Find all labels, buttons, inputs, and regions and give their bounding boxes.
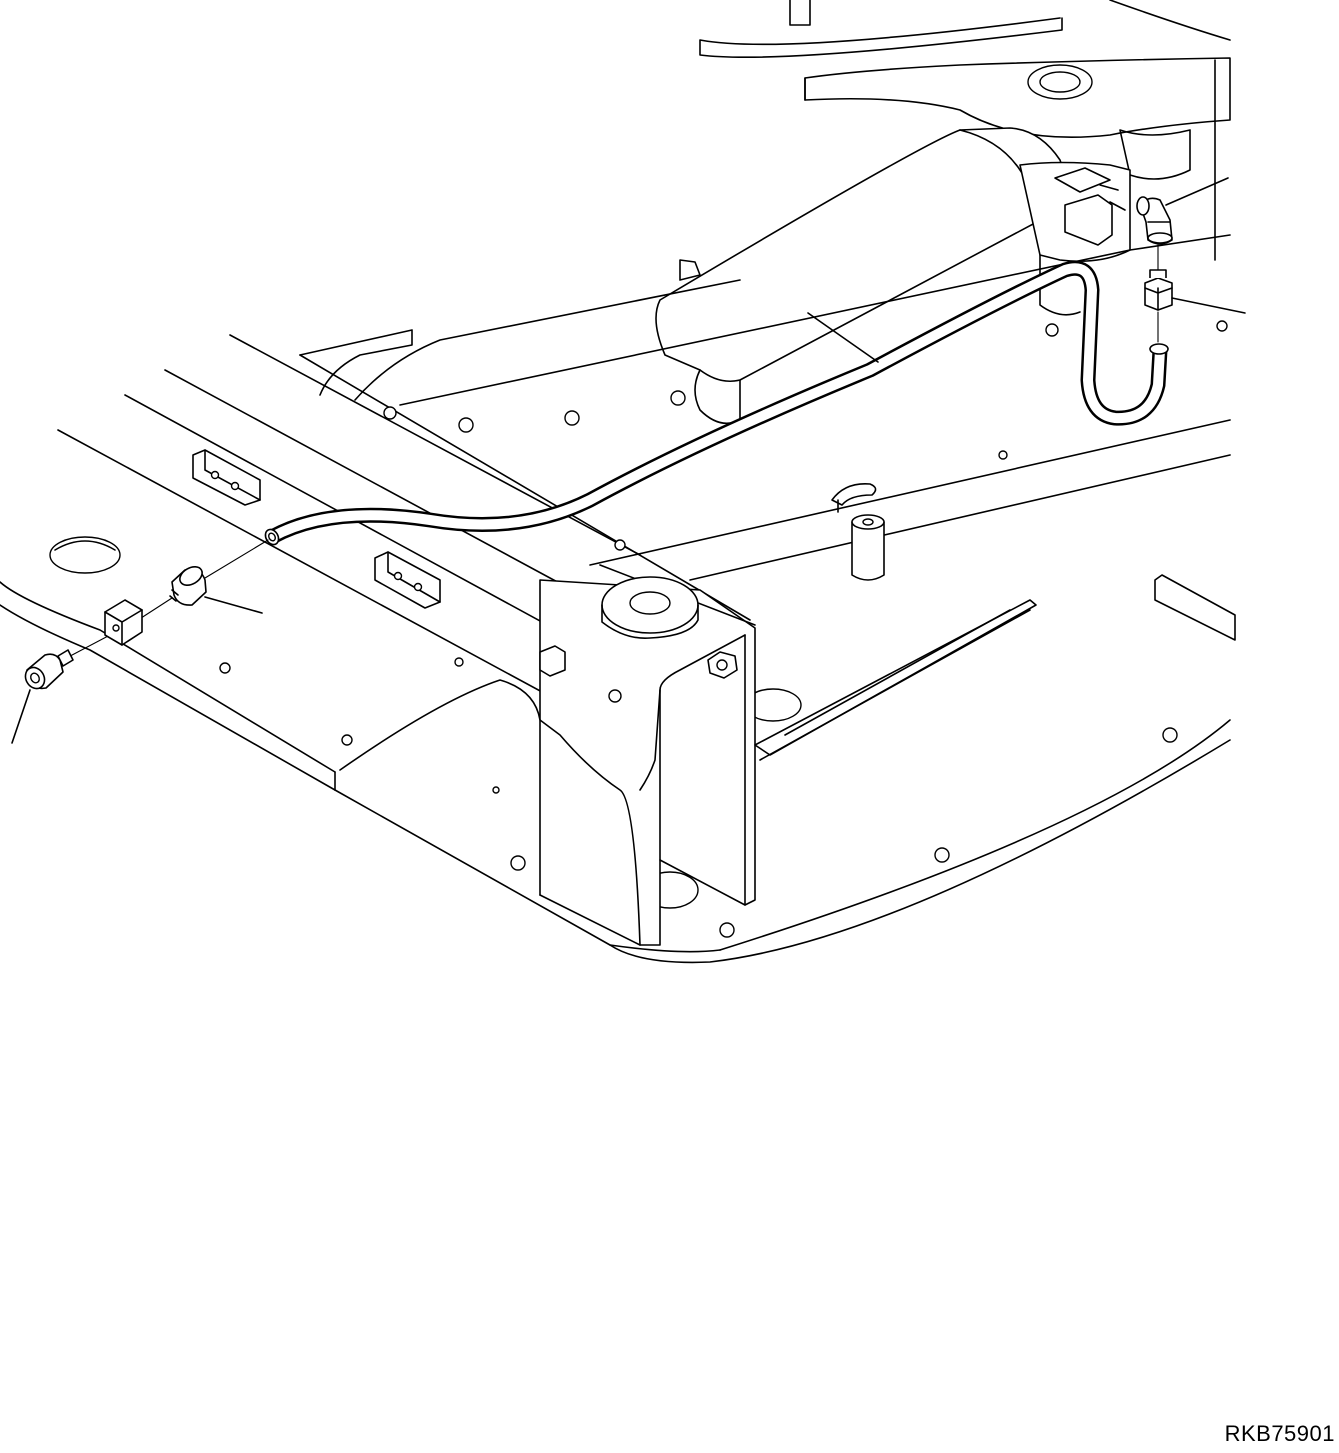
hose-connector: [169, 566, 207, 606]
hose-end-right: [1149, 343, 1169, 355]
leader-grease-fitting: [11, 689, 31, 744]
union-nut: [1144, 269, 1173, 311]
lubrication-hose: [264, 260, 1169, 546]
leader-lubrication-hose: [807, 312, 879, 363]
frame-structure: [0, 0, 1236, 964]
leader-hose-connector: [204, 596, 263, 614]
elbow-fitting: [1136, 196, 1173, 245]
boom-cylinder: [655, 127, 1067, 383]
support-bracket: [539, 579, 756, 946]
floor-hole-left: [49, 536, 121, 574]
leader-union-nut: [1171, 297, 1246, 314]
block-adapter: [104, 599, 143, 646]
leader-lines: [11, 177, 1246, 744]
spacer-tube: [851, 521, 885, 581]
grease-fitting: [24, 649, 74, 690]
leader-elbow-fitting: [1165, 177, 1229, 206]
figure-reference-code: RKB75901: [1224, 1421, 1335, 1446]
bolt-holes: [219, 320, 1228, 938]
pad-upper: [192, 449, 261, 506]
